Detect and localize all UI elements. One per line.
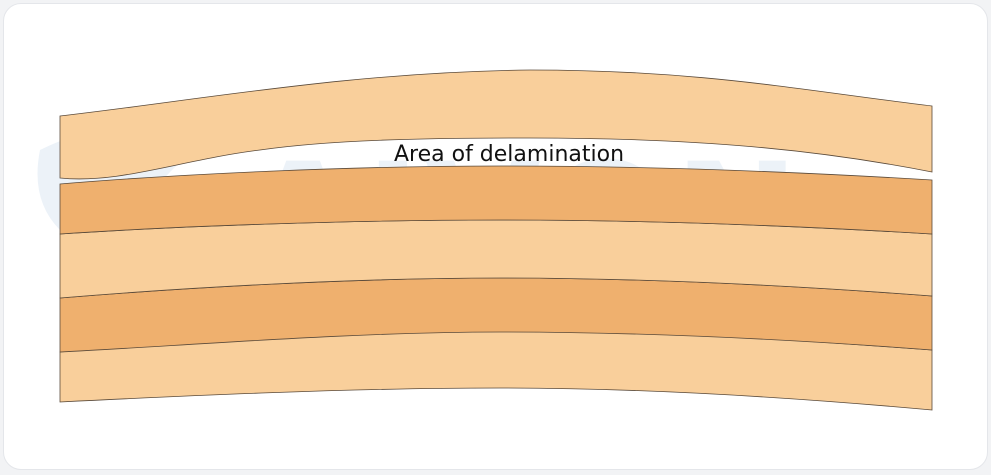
ply-2	[59, 165, 933, 235]
delamination-label: Area of delamination	[394, 142, 624, 167]
top-ply-delaminated	[59, 69, 933, 180]
